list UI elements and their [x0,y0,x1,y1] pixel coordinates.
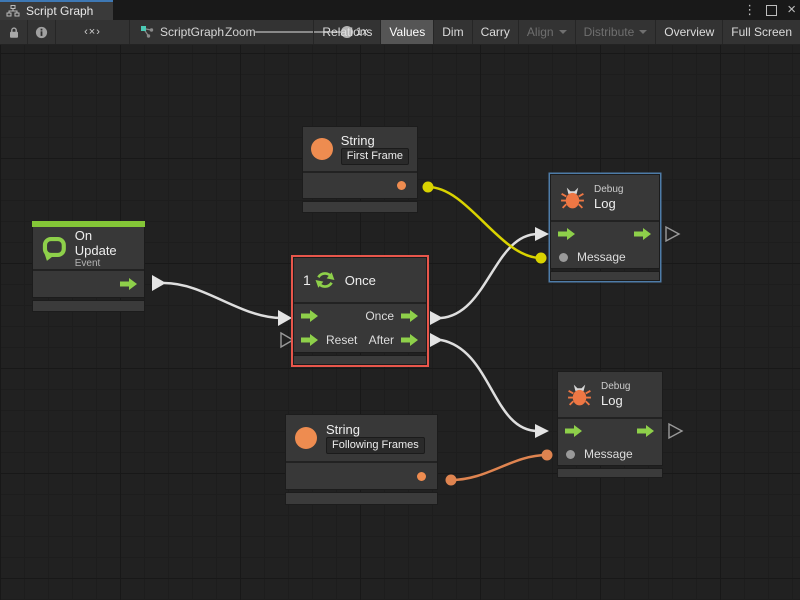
string-type-icon [295,427,317,449]
align-button[interactable]: Align [517,20,575,44]
port-label-message: Message [584,447,633,461]
dim-button[interactable]: Dim [433,20,471,44]
breadcrumb-label: ScriptGraph [160,25,225,39]
flow-input-port[interactable] [301,309,319,322]
flow-input-port-reset[interactable] [301,333,319,346]
node-footer [285,492,438,505]
fullscreen-button[interactable]: Full Screen [722,20,800,44]
zoom-label: Zoom [225,25,256,39]
node-string-first-frame[interactable]: String First Frame [302,126,418,213]
string-value-field[interactable]: First Frame [340,148,409,165]
lock-button[interactable] [0,20,28,44]
node-once[interactable]: 1 Once Once Reset [293,257,427,365]
string-output-port[interactable] [417,471,426,481]
node-kicker: Debug [601,381,631,392]
inspect-button[interactable] [28,20,56,44]
toolbar-buttons: Relations Values Dim Carry Align Distrib… [313,20,800,44]
node-on-update[interactable]: On Update Event [32,221,145,312]
node-title: Log [601,393,623,408]
node-debug-log-top[interactable]: Debug Log Message [550,174,660,281]
overview-button[interactable]: Overview [655,20,722,44]
relations-button[interactable]: Relations [313,20,380,44]
node-string-following-frames[interactable]: String Following Frames [285,414,438,505]
graph-tab-icon [6,5,20,17]
node-footer [32,300,145,312]
message-input-port[interactable] [559,252,568,262]
graph-breadcrumb-icon [141,26,154,38]
flow-output-port-after[interactable] [401,333,419,346]
on-update-loop-icon [42,237,66,261]
node-footer [557,468,663,478]
title-bar: Script Graph ⋮ × [0,0,800,20]
node-kicker: Debug [594,184,624,195]
port-label-reset: Reset [326,332,358,347]
info-icon [35,26,48,38]
port-label-message: Message [577,250,626,264]
once-icon-number: 1 [303,272,311,288]
debug-bug-icon [568,384,591,406]
debug-bug-icon [561,187,584,209]
string-value-field[interactable]: Following Frames [326,437,425,454]
event-accent-strip [32,221,145,227]
breadcrumb[interactable]: ScriptGraph [132,20,232,44]
align-label: Align [526,25,554,39]
code-preview-button[interactable]: ‹×› [56,20,130,44]
flow-output-port[interactable] [637,425,655,437]
distribute-label: Distribute [583,25,635,39]
lock-icon [9,26,18,38]
node-footer [302,201,418,213]
zoom-slider[interactable] [255,26,353,38]
zoom-value: 1x [356,26,368,38]
chevron-down-icon [639,30,648,38]
node-title: String [326,422,360,437]
flow-input-port[interactable] [558,228,576,240]
distribute-button[interactable]: Distribute [574,20,656,44]
node-footer [293,355,427,365]
node-footer [550,271,660,281]
chevron-down-icon [558,30,567,38]
node-subtitle: Event [74,257,101,269]
string-type-icon [311,138,333,160]
values-button[interactable]: Values [380,20,434,44]
node-debug-log-bottom[interactable]: Debug Log Message [557,371,663,478]
maximize-icon[interactable] [766,4,778,16]
port-label-after: After [368,332,394,347]
tab-title: Script Graph [26,4,94,18]
window-menu-icon[interactable]: ⋮ [743,2,757,17]
code-icon: ‹×› [84,26,101,38]
tab-script-graph[interactable]: Script Graph [0,0,113,20]
flow-input-port[interactable] [565,425,583,437]
node-title: Log [594,196,616,211]
graph-toolbar: ‹×› ScriptGraph Zoom 1x Relations Values… [0,20,800,45]
node-title: On Update [74,227,117,258]
close-icon[interactable]: × [787,1,796,18]
port-label-once: Once [365,308,394,323]
carry-button[interactable]: Carry [471,20,518,44]
flow-output-port[interactable] [634,228,652,240]
message-input-port[interactable] [566,449,575,459]
window-controls: ⋮ × [743,0,796,20]
once-cycle-icon [315,272,335,288]
string-output-port[interactable] [397,181,406,190]
zoom-slider-handle[interactable] [341,26,353,38]
flow-output-port-once[interactable] [401,309,419,322]
node-title: Once [344,272,376,288]
flow-output-port[interactable] [120,278,138,290]
node-title: String [340,133,375,148]
